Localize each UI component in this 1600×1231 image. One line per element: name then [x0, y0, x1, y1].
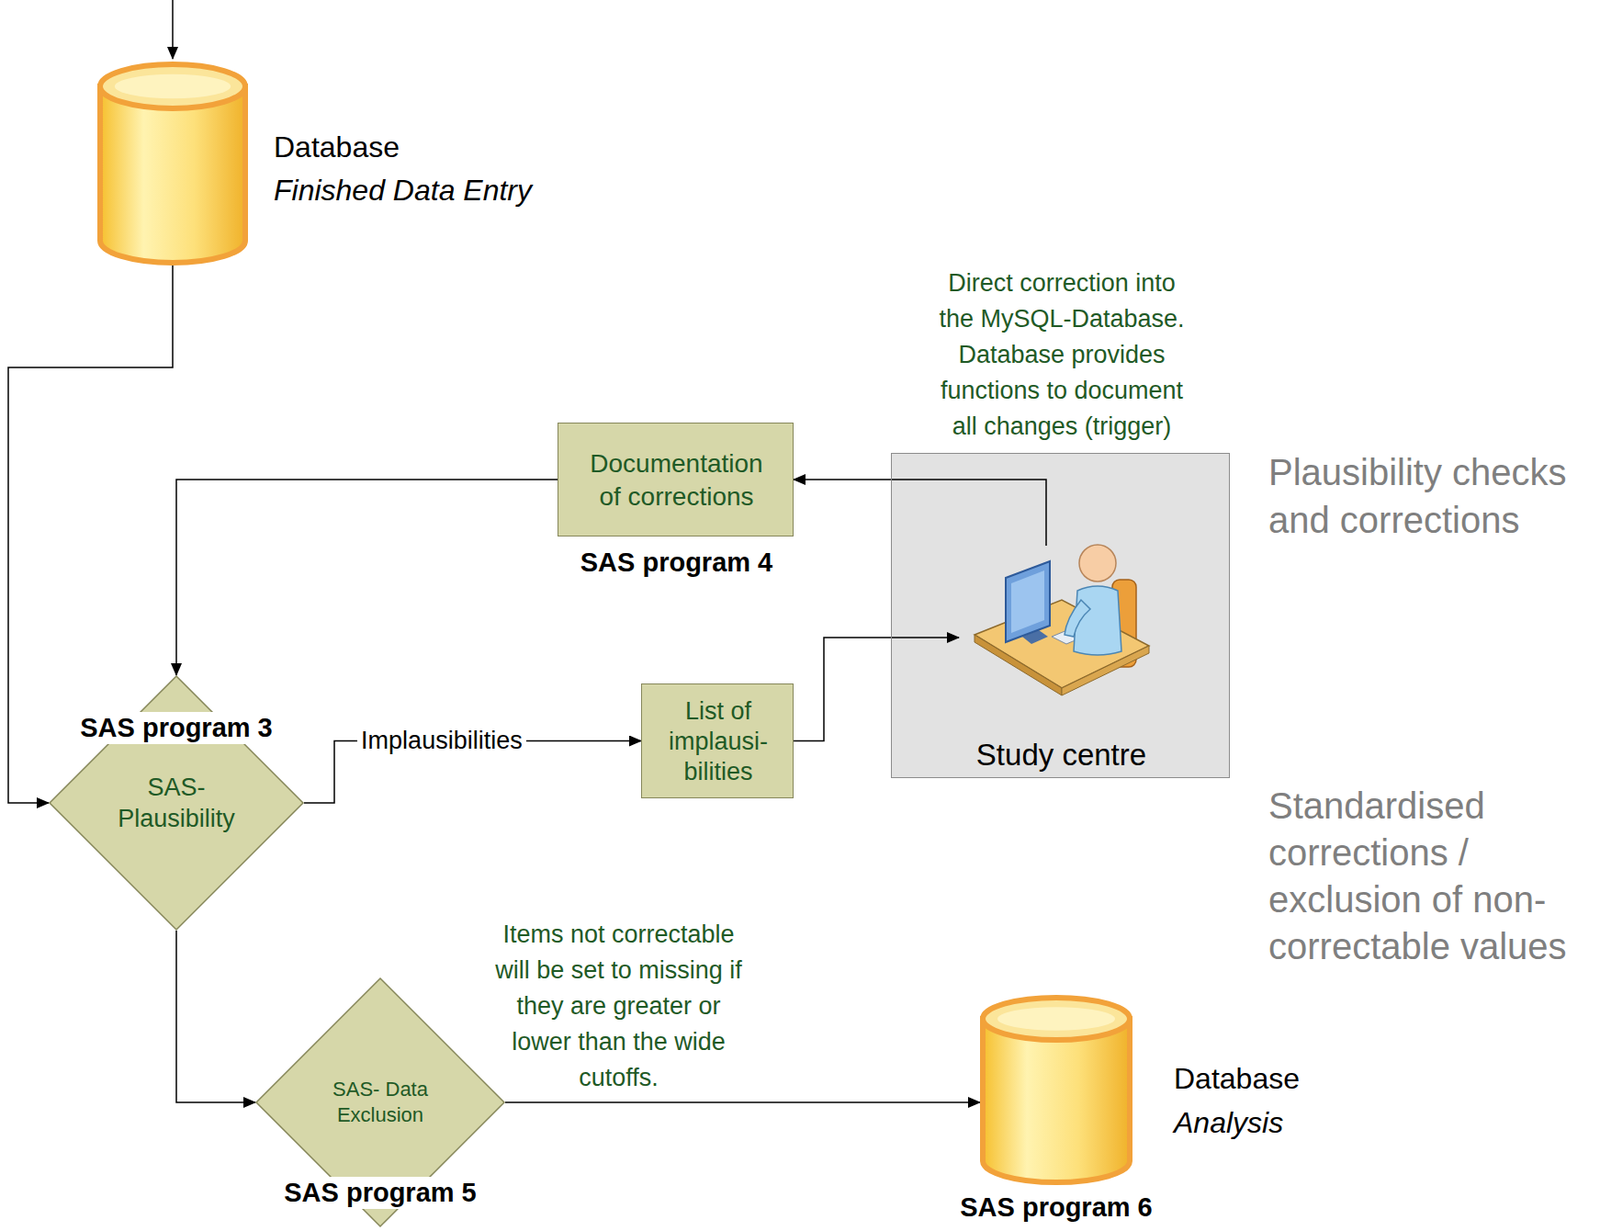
database-label: Database	[273, 129, 400, 165]
database-cylinder: DatabaseFinished Data Entry	[97, 61, 248, 266]
database-cylinder: DatabaseAnalysisSAS program 6	[980, 994, 1133, 1185]
decision-diamond: SAS- Data ExclusionSAS program 5	[255, 977, 506, 1228]
flow-connector	[176, 479, 558, 676]
program-label: SAS program 3	[76, 711, 277, 744]
person-at-computer-icon	[974, 533, 1150, 699]
cylinder-body	[100, 86, 246, 263]
edge-label: Implausibilities	[357, 725, 527, 756]
flow-connector	[793, 479, 1047, 546]
cylinder-highlight	[114, 74, 231, 99]
database-state: Analysis	[1173, 1104, 1284, 1140]
person-arm	[1064, 599, 1091, 637]
actor-label: Study centre	[976, 736, 1147, 774]
actor-box: Study centre	[890, 452, 1230, 778]
cylinder-top	[982, 997, 1130, 1040]
monitor	[1005, 561, 1050, 643]
monitor-panel	[1011, 570, 1045, 633]
phase-label: Plausibility checks and corrections	[1268, 448, 1590, 544]
program-label: SAS program 6	[959, 1191, 1153, 1224]
program-label: SAS program 5	[280, 1176, 481, 1209]
phase-label: Standardised corrections / exclusion of …	[1268, 782, 1590, 970]
incoming-flow-line	[171, 0, 174, 59]
cylinder-shape	[980, 994, 1133, 1185]
person-head	[1079, 544, 1116, 582]
document-label: List of implausi- bilities	[653, 696, 783, 788]
decision-diamond: SAS program 3 SAS- Plausibility	[48, 675, 305, 931]
cylinder-body	[982, 1018, 1130, 1183]
process-box: Documentation of correctionsSAS program …	[557, 422, 794, 537]
decision-label: SAS- Data Exclusion	[306, 1076, 454, 1128]
diamond-outline	[256, 978, 505, 1227]
cylinder-top	[100, 64, 246, 109]
database-state: Finished Data Entry	[273, 172, 532, 208]
desk-top	[974, 599, 1150, 688]
diamond-outline	[49, 676, 304, 930]
document-box: List of implausi- bilities	[641, 683, 794, 799]
annotation-note: Direct correction into the MySQL-Databas…	[933, 265, 1191, 445]
decision-label: SAS- Plausibility	[110, 771, 244, 834]
program-label: SAS program 4	[580, 546, 774, 579]
process-label: Documentation of corrections	[582, 447, 771, 514]
flow-connector	[505, 1101, 981, 1104]
flow-connector	[176, 930, 256, 1103]
cylinder-highlight	[997, 1006, 1116, 1030]
cylinder-shape	[97, 61, 248, 266]
database-label: Database	[1173, 1060, 1300, 1096]
annotation-note: Items not correctable will be set to mis…	[487, 916, 750, 1096]
flow-connector	[793, 637, 959, 742]
desk-edge	[974, 634, 1062, 696]
